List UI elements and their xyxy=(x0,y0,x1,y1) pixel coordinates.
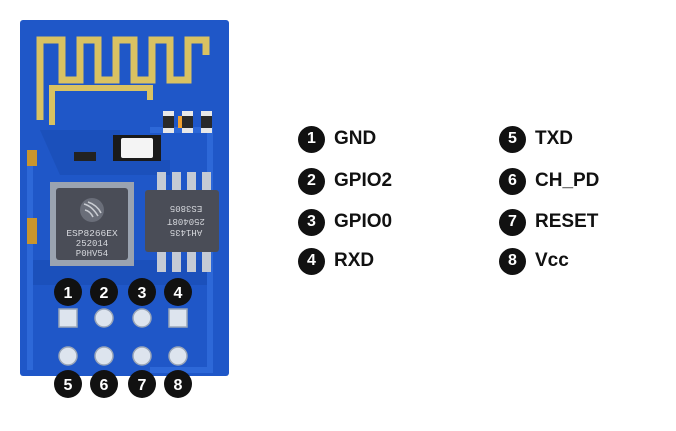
legend-label-gpio0: GPIO0 xyxy=(334,211,393,232)
legend-label-gpio2: GPIO2 xyxy=(334,170,393,191)
crystal-component xyxy=(113,135,161,161)
legend-number-2: 2 xyxy=(298,167,325,195)
smd-resistors xyxy=(163,111,212,133)
main-chip-line2: 252014 xyxy=(76,239,108,249)
legend-item-7: 7 RESET xyxy=(499,207,598,237)
flash-chip-line3: ES3805 xyxy=(170,203,202,213)
legend-number-7: 7 xyxy=(499,208,526,236)
svg-text:3: 3 xyxy=(138,285,147,302)
legend-label-ch-pd: CH_PD xyxy=(535,170,600,191)
svg-text:8: 8 xyxy=(174,377,183,394)
legend-number-3: 3 xyxy=(298,208,325,236)
pin-marker-2: 2 xyxy=(90,278,118,306)
legend-number-4: 4 xyxy=(298,247,325,275)
legend-item-1: 1 GND xyxy=(298,124,376,154)
svg-text:7: 7 xyxy=(138,377,147,394)
main-chip-line3: P0HV54 xyxy=(76,249,108,259)
svg-text:6: 6 xyxy=(100,377,109,394)
pin-pad-2 xyxy=(94,308,114,328)
pin-pad-5 xyxy=(58,346,78,366)
pin-pad-6 xyxy=(94,346,114,366)
pin-marker-8: 8 xyxy=(164,370,192,398)
legend-item-6: 6 CH_PD xyxy=(499,166,599,196)
legend-number-6: 6 xyxy=(499,167,526,195)
espressif-logo-icon xyxy=(80,198,104,222)
legend-label-vcc: Vcc xyxy=(535,250,569,271)
pin-marker-3: 3 xyxy=(128,278,156,306)
legend-label-rxd: RXD xyxy=(334,250,375,271)
legend-label-gnd: GND xyxy=(334,128,377,149)
pin-pad-3 xyxy=(132,308,152,328)
esp8266ex-chip: ESP8266EX 252014 P0HV54 xyxy=(50,182,134,266)
smd-capacitor-left-2 xyxy=(27,218,37,244)
flash-chip-line1: AH1435 xyxy=(170,227,202,237)
smd-small-top xyxy=(74,152,96,161)
legend-number-8: 8 xyxy=(499,247,526,275)
svg-text:1: 1 xyxy=(64,285,73,302)
legend-label-txd: TXD xyxy=(535,128,573,149)
main-chip-line1: ESP8266EX xyxy=(66,228,118,239)
esp-01-board-illustration: ESP8266EX 252014 P0HV54 AH1435 250408T E… xyxy=(20,20,229,398)
legend-label-reset: RESET xyxy=(535,211,599,232)
svg-text:4: 4 xyxy=(174,285,183,302)
legend-item-3: 3 GPIO0 xyxy=(298,207,392,237)
legend-item-2: 2 GPIO2 xyxy=(298,166,392,196)
flash-chip: AH1435 250408T ES3805 xyxy=(145,172,219,272)
pin-marker-5: 5 xyxy=(54,370,82,398)
svg-text:5: 5 xyxy=(64,377,73,394)
legend-item-8: 8 Vcc xyxy=(499,246,569,276)
pin-pad-1 xyxy=(58,308,78,328)
pcb-traces xyxy=(30,130,210,285)
pin-pad-8 xyxy=(168,346,188,366)
legend-item-5: 5 TXD xyxy=(499,124,573,154)
legend-number-5: 5 xyxy=(499,125,526,153)
antenna-feed xyxy=(49,85,153,125)
pin-marker-6: 6 xyxy=(90,370,118,398)
flash-chip-line2: 250408T xyxy=(167,216,205,226)
pin-marker-1: 1 xyxy=(54,278,82,306)
header-pads xyxy=(58,308,188,366)
smd-capacitor-left xyxy=(27,150,37,166)
pin-pad-7 xyxy=(132,346,152,366)
pin-marker-4: 4 xyxy=(164,278,192,306)
legend-number-1: 1 xyxy=(298,125,325,153)
svg-text:2: 2 xyxy=(100,285,109,302)
legend-item-4: 4 RXD xyxy=(298,246,374,276)
antenna-trace xyxy=(36,36,210,120)
pin-pad-4 xyxy=(168,308,188,328)
pin-marker-7: 7 xyxy=(128,370,156,398)
